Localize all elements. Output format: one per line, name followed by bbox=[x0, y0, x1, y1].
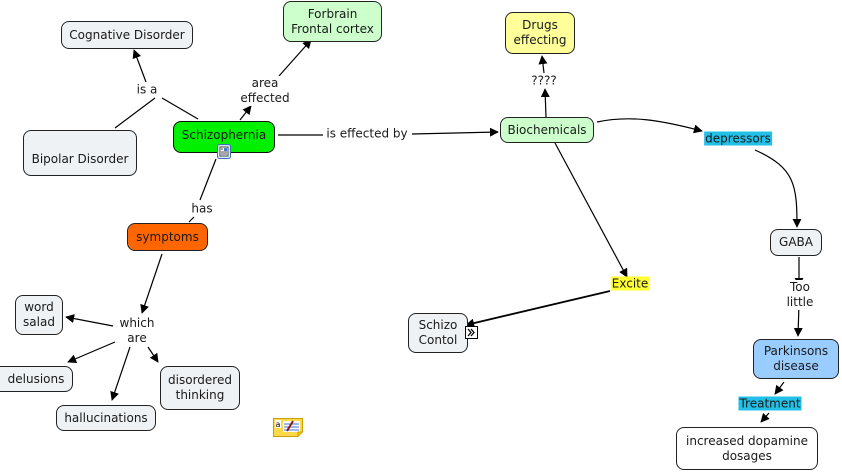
document-resource-icon[interactable] bbox=[217, 144, 231, 159]
nested-map-link-icon[interactable] bbox=[465, 326, 478, 339]
concept-label: Parkinsons disease bbox=[763, 344, 829, 373]
concept-drugs-effecting[interactable]: Drugs effecting bbox=[505, 12, 575, 54]
concept-label: depressors bbox=[704, 131, 772, 146]
concept-label: increased dopamine dosages bbox=[686, 433, 808, 463]
concept-label: GABA bbox=[779, 235, 813, 249]
concept-excite[interactable]: Excite bbox=[609, 276, 652, 292]
concept-biochemicals[interactable]: Biochemicals bbox=[500, 117, 594, 143]
concept-schizo-contol[interactable]: Schizo Contol bbox=[408, 313, 468, 353]
concept-label: delusions bbox=[7, 371, 65, 386]
annotation-note-icon[interactable]: a bbox=[273, 418, 303, 437]
concept-label: Bipolar Disorder bbox=[31, 152, 129, 166]
concept-label: disordered thinking bbox=[168, 373, 232, 402]
link-has[interactable]: has bbox=[189, 201, 215, 217]
concept-label: Cognative Disorder bbox=[69, 27, 185, 42]
concept-parkinsons-disease[interactable]: Parkinsons disease bbox=[753, 339, 839, 379]
concept-disordered-thinking[interactable]: disordered thinking bbox=[160, 366, 240, 410]
concept-symptoms[interactable]: symptoms bbox=[127, 223, 208, 251]
edge-parkinsons-to-treatment bbox=[774, 381, 785, 395]
concept-label: Forbrain Frontal cortex bbox=[291, 6, 374, 36]
concept-label: hallucinations bbox=[64, 410, 148, 425]
concept-delusions[interactable]: delusions bbox=[0, 366, 73, 392]
edge-schizo-to-has bbox=[199, 158, 217, 201]
concept-label: Drugs effecting bbox=[513, 18, 567, 47]
edge-which-are-to-delusions bbox=[67, 341, 116, 363]
link-too-little[interactable]: Too little bbox=[779, 280, 821, 310]
edge-which-are-to-hallucinations bbox=[110, 346, 131, 401]
link-which-are[interactable]: which are bbox=[117, 316, 157, 346]
concept-gaba[interactable]: GABA bbox=[770, 229, 822, 256]
concept-treatment[interactable]: Treatment bbox=[736, 396, 803, 412]
edge-excite-to-schizo-contol bbox=[465, 290, 611, 328]
edge-is-effected-by-to-biochemicals bbox=[411, 127, 499, 137]
concept-label: Biochemicals bbox=[507, 122, 587, 137]
concept-forbrain[interactable]: Forbrain Frontal cortex bbox=[283, 1, 382, 42]
edge-treatment-to-dopamine bbox=[760, 412, 770, 423]
concept-bipolar-disorder[interactable]: Bipolar Disorder bbox=[23, 130, 137, 176]
edge-which-are-to-word-salad bbox=[65, 314, 114, 327]
edge-biochemicals-to-depressors bbox=[596, 118, 703, 134]
edge-area-effected-to-forbrain bbox=[278, 39, 312, 77]
concept-label: symptoms bbox=[136, 229, 199, 244]
edge-schizo-to-is-a bbox=[161, 97, 199, 120]
concept-hallucinations[interactable]: hallucinations bbox=[56, 405, 156, 431]
edge-schizo-to-area-effected bbox=[239, 105, 252, 121]
concept-label: Excite bbox=[610, 276, 650, 291]
concept-label: word salad bbox=[23, 300, 55, 329]
concept-depressors[interactable]: depressors bbox=[702, 131, 774, 147]
concept-schizophernia[interactable]: Schizophernia bbox=[173, 121, 275, 153]
link-question[interactable]: ???? bbox=[529, 73, 559, 89]
edge-question-to-drugs bbox=[538, 55, 548, 74]
edge-depressors-to-gaba bbox=[754, 149, 802, 228]
svg-text:a: a bbox=[276, 420, 281, 429]
edge-which-are-to-disordered bbox=[147, 346, 159, 363]
link-is-effected-by[interactable]: is effected by bbox=[324, 126, 410, 142]
concept-label: Schizo Contol bbox=[418, 318, 458, 347]
edge-symptoms-to-which-are bbox=[140, 253, 163, 314]
edge-bipolar-to-is-a bbox=[114, 97, 156, 129]
edge-biochemicals-to-question bbox=[540, 88, 550, 118]
concept-label: Treatment bbox=[738, 396, 802, 411]
concept-word-salad[interactable]: word salad bbox=[15, 295, 63, 335]
link-area-effected[interactable]: area effected bbox=[238, 76, 292, 106]
link-is-a[interactable]: is a bbox=[134, 82, 160, 98]
concept-cognative-disorder[interactable]: Cognative Disorder bbox=[61, 21, 193, 49]
edge-biochemicals-to-excite bbox=[554, 142, 628, 278]
edge-has-to-symptoms bbox=[188, 216, 195, 223]
edge-is-a-to-cognative bbox=[132, 49, 147, 83]
concept-increased-dopamine[interactable]: increased dopamine dosages bbox=[676, 427, 818, 470]
concept-label: Schizophernia bbox=[181, 128, 267, 142]
